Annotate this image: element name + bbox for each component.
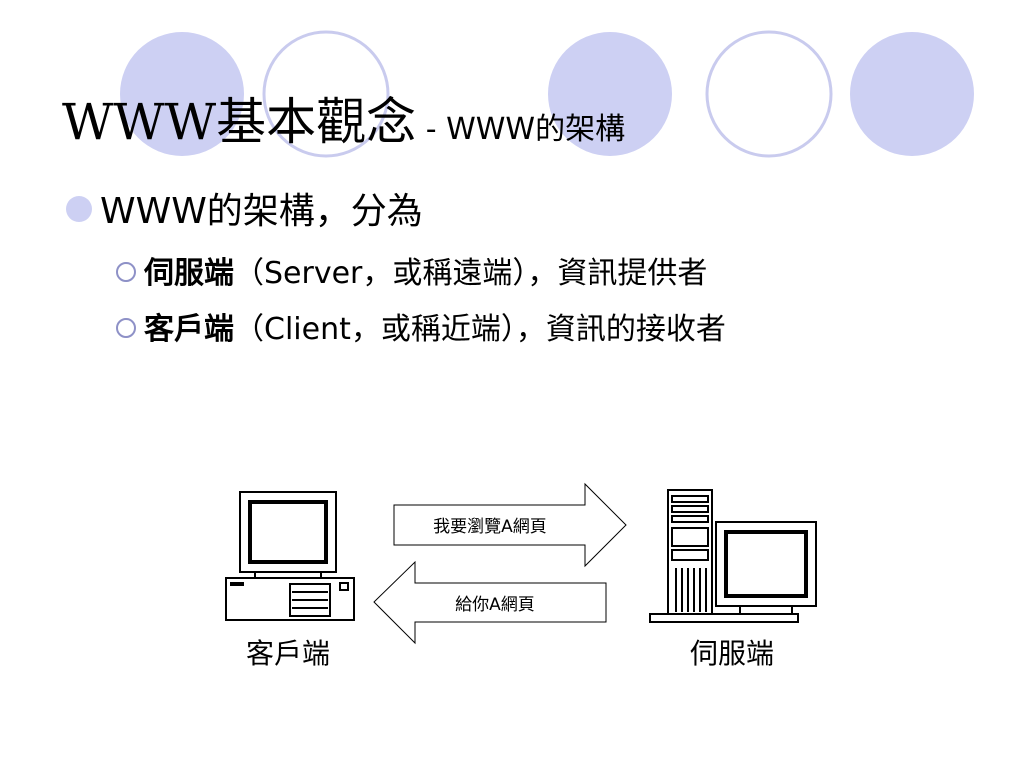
right-arrow-icon <box>393 482 627 568</box>
deco-circle-3 <box>548 32 672 156</box>
client-caption: 客戶端 <box>245 637 330 670</box>
title-sub: WWW的架構 <box>446 112 626 147</box>
title-separator: - <box>416 112 447 147</box>
deco-circle-1 <box>120 32 244 156</box>
sub-bullet-rest: （Client，或稱近端），資訊的接收者 <box>234 312 726 347</box>
left-arrow-icon <box>373 560 607 645</box>
desktop-computer-icon <box>225 491 355 621</box>
sub-bullet-bold: 客戶端 <box>144 312 234 347</box>
server-tower-icon <box>649 489 817 623</box>
decorative-circles <box>120 30 974 158</box>
sub-bullet-rest: （Server，或稱遠端），資訊提供者 <box>234 256 708 291</box>
bullet-text: WWW的架構，分為 <box>100 191 423 232</box>
sub-bullet-client: 客戶端（Client，或稱近端），資訊的接收者 <box>116 310 726 350</box>
deco-circle-4 <box>705 30 833 158</box>
sub-bullet-server: 伺服端（Server，或稱遠端），資訊提供者 <box>116 254 707 294</box>
sub-bullet-bold: 伺服端 <box>144 256 234 291</box>
response-arrow-label: 給你A網頁 <box>455 595 535 615</box>
filled-circle-bullet-icon <box>66 196 92 222</box>
deco-circle-5 <box>850 32 974 156</box>
request-arrow-label: 我要瀏覽A網頁 <box>433 517 547 537</box>
ring-bullet-icon <box>116 261 136 282</box>
ring-bullet-icon <box>116 317 136 338</box>
deco-circle-2 <box>262 30 390 158</box>
slide-title: WWW基本觀念 - WWW的架構 <box>62 92 625 160</box>
title-main: WWW基本觀念 <box>62 93 417 151</box>
server-caption: 伺服端 <box>689 637 774 670</box>
bullet-level1: WWW的架構，分為 <box>66 188 423 236</box>
